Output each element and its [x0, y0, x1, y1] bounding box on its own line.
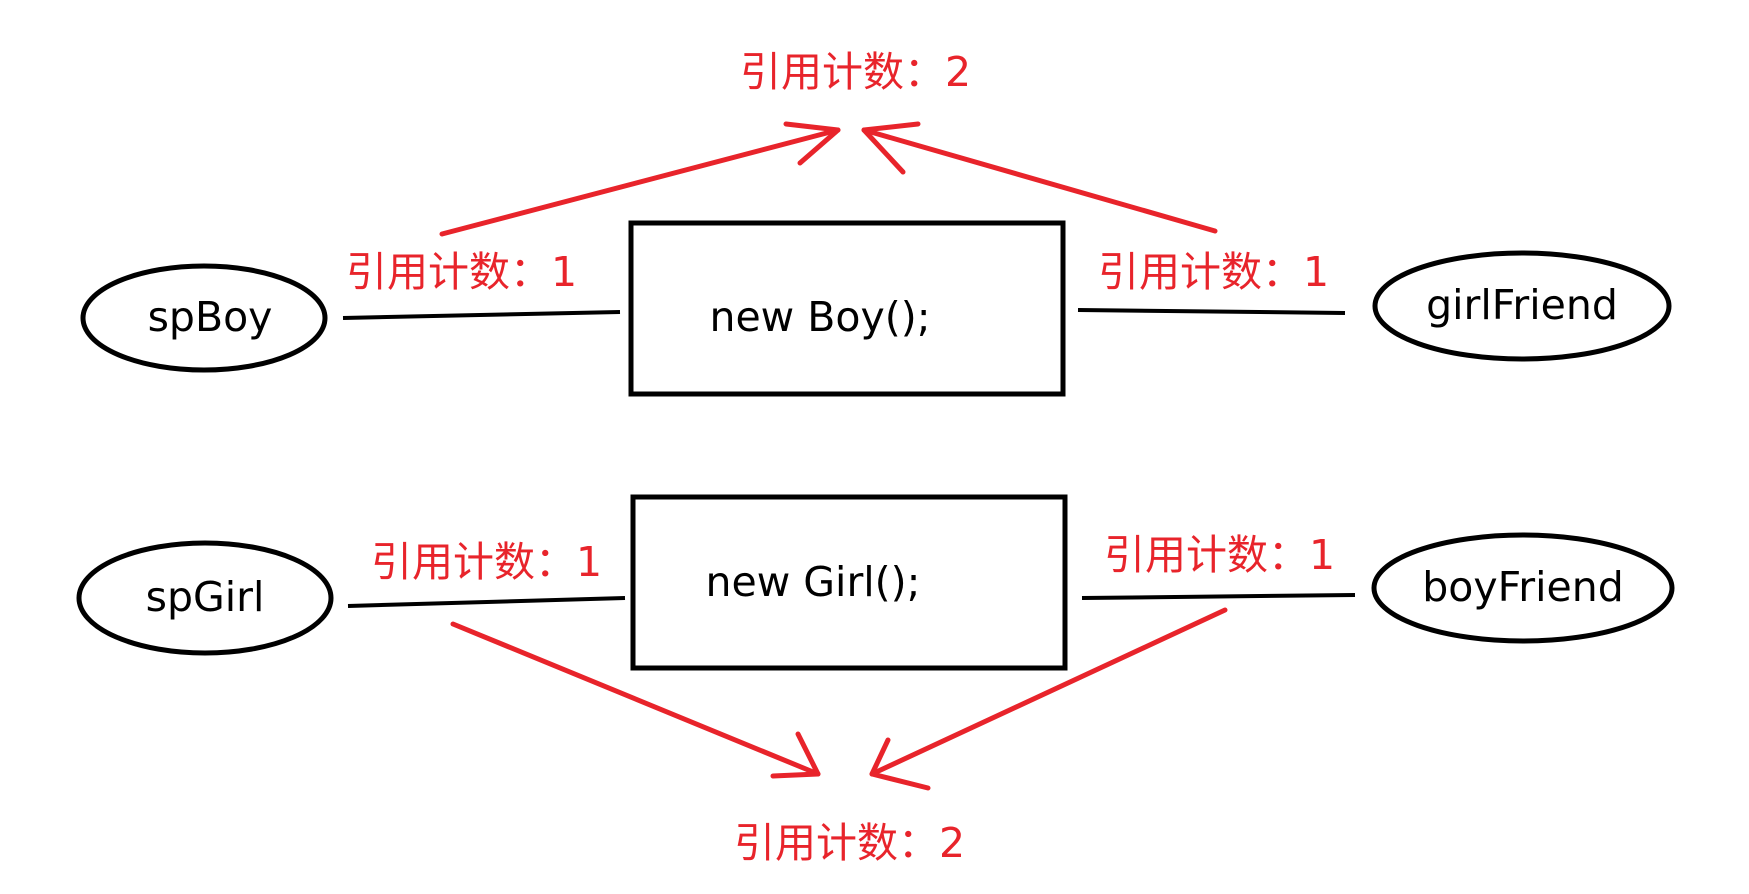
girlfriend-label: girlFriend [1426, 281, 1618, 329]
boyfriend-label: boyFriend [1422, 563, 1623, 611]
right-arrow-to-bottom-total [869, 607, 1228, 777]
right-arrowhead-bottom [869, 737, 931, 791]
right-arrowhead-top [861, 121, 921, 175]
spboy-label: spBoy [148, 293, 273, 341]
right-arrow-to-top-total [861, 127, 1218, 234]
new-girl-object-box [630, 494, 1068, 671]
girlfriend-reference-line [1077, 308, 1346, 315]
new-boy-object-label: new Boy(); [709, 293, 930, 341]
left-arrow-to-top-total [439, 127, 841, 237]
spboy-count-label: 引用计数：1 [346, 248, 577, 296]
left-arrowhead-bottom [770, 731, 821, 779]
top-group: spBoy new Boy(); girlFriend 引用计数：1 引用计数：… [80, 48, 1672, 397]
top-total-count-label: 引用计数：2 [740, 48, 971, 96]
boyfriend-count-label: 引用计数：1 [1104, 531, 1335, 579]
spgirl-label: spGirl [146, 573, 265, 621]
girlfriend-count-label: 引用计数：1 [1098, 248, 1329, 296]
left-arrow-to-bottom-total [450, 621, 821, 777]
girlfriend-node [1372, 250, 1672, 362]
spgirl-count-label: 引用计数：1 [371, 538, 602, 586]
spboy-reference-line [342, 310, 621, 320]
boyfriend-reference-line [1081, 593, 1356, 600]
new-boy-object-box [628, 220, 1066, 397]
spboy-node [80, 263, 328, 373]
left-arrowhead-top [783, 121, 841, 166]
spgirl-node [76, 540, 334, 656]
boyfriend-node [1371, 532, 1675, 644]
new-girl-object-label: new Girl(); [706, 558, 921, 606]
bottom-group: spGirl new Girl(); boyFriend 引用计数：1 引用计数… [76, 494, 1675, 867]
spgirl-reference-line [347, 596, 626, 608]
bottom-total-count-label: 引用计数：2 [734, 819, 965, 867]
